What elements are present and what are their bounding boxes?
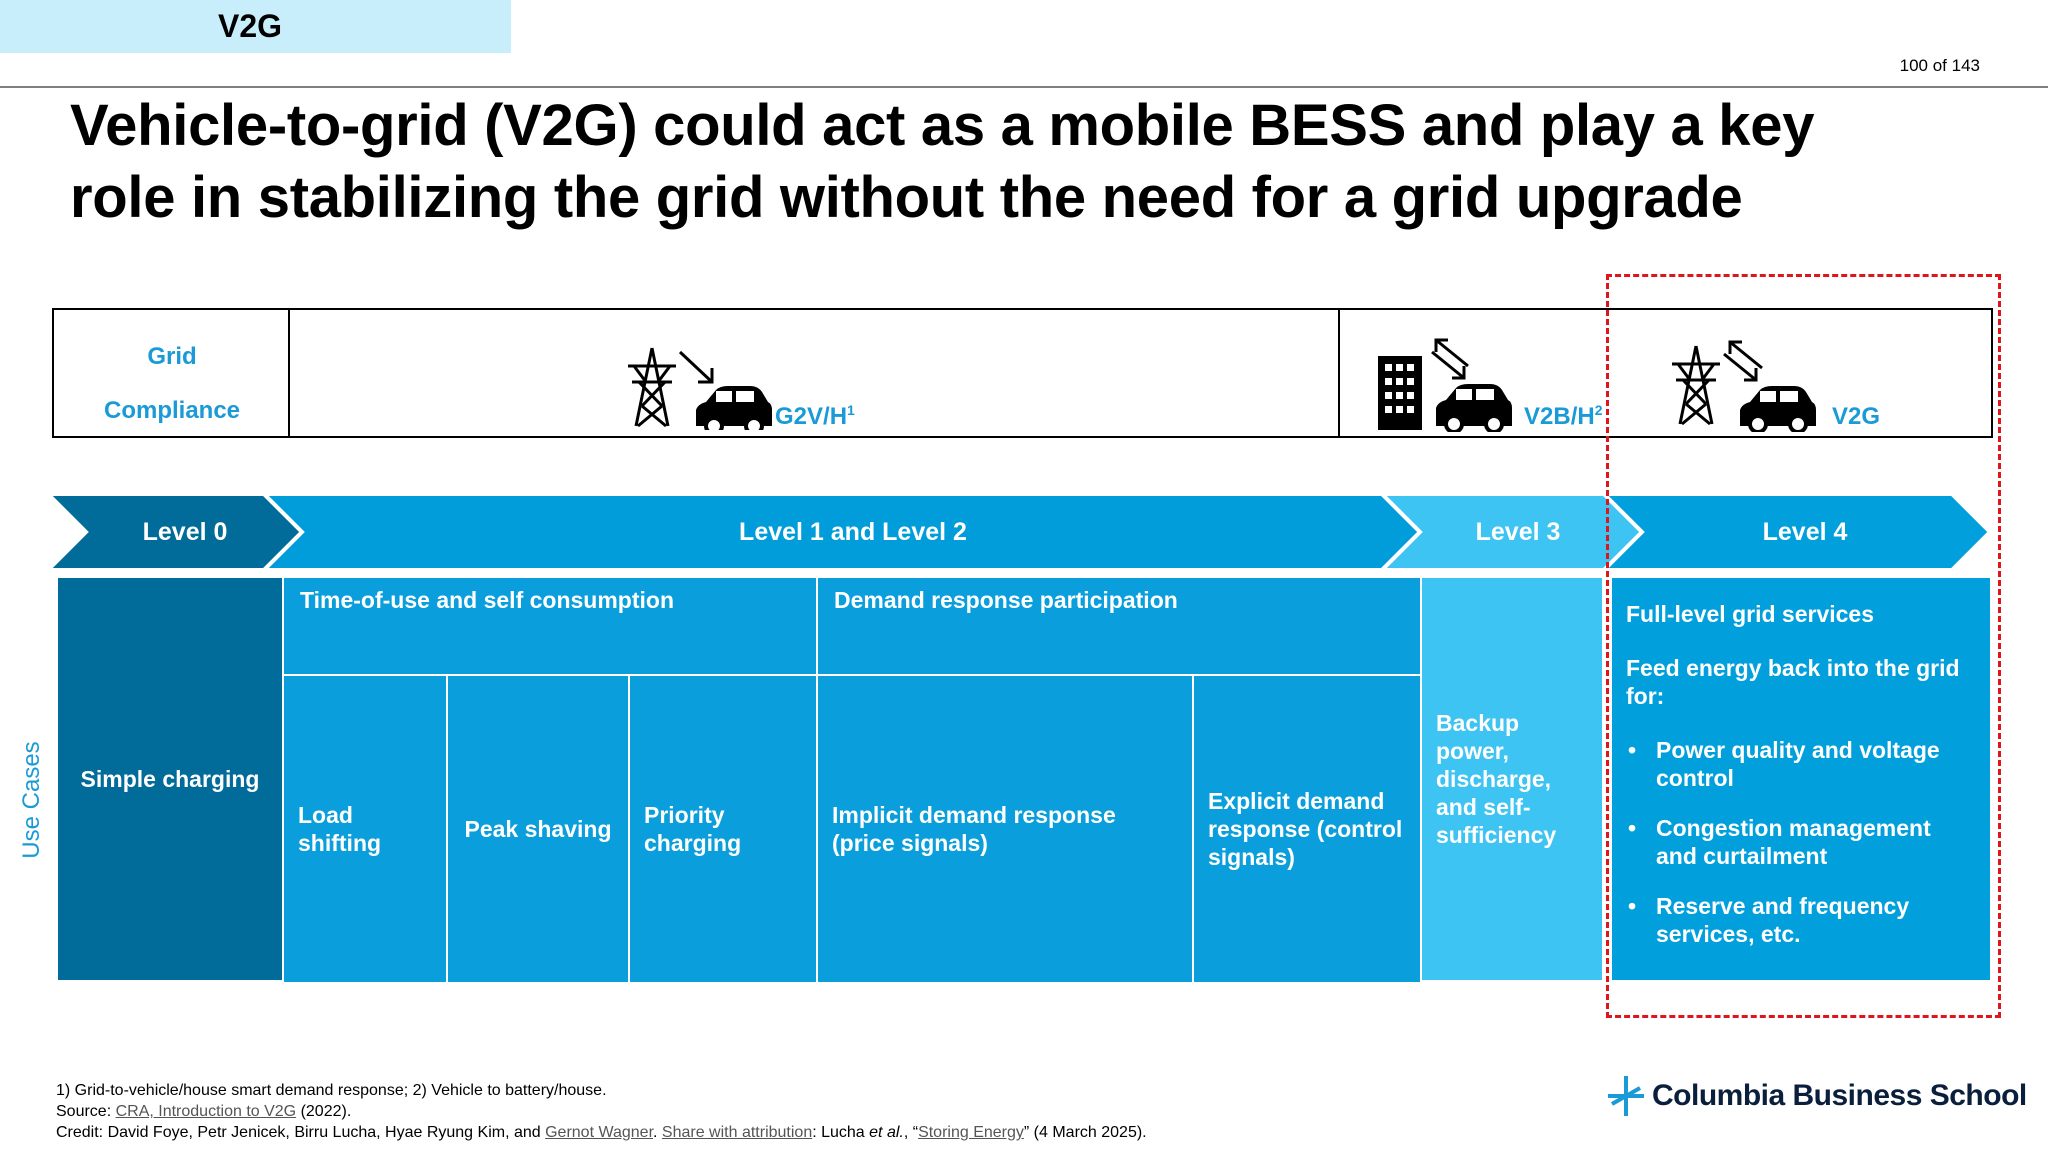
feed-back-text: Feed energy back into the grid for:	[1626, 655, 1960, 709]
bidirectional-arrow-icon	[1723, 340, 1763, 382]
use-cases-label: Use Cases	[18, 741, 45, 859]
load-shifting-cell: Load shifting	[284, 676, 446, 982]
implicit-dr-cell: Implicit demand response (price signals)	[818, 676, 1192, 982]
crown-icon	[1608, 1076, 1644, 1116]
level-4-label: Level 4	[1762, 518, 1848, 546]
level-1-2-label: Level 1 and Level 2	[739, 518, 967, 546]
page-number: 100 of 143	[1899, 56, 1980, 75]
priority-charging-text: Priority charging	[644, 802, 742, 856]
credit-etal: et al.	[869, 1124, 904, 1141]
car-icon	[1740, 386, 1816, 432]
car-icon	[1436, 384, 1512, 432]
load-shifting-text: Load shifting	[298, 802, 382, 856]
power-tower-icon	[1672, 345, 1720, 426]
section-tab: V2G	[0, 0, 511, 53]
share-attribution-link[interactable]: Share with attribution	[661, 1124, 813, 1141]
full-level-title: Full-level grid services	[1626, 601, 1875, 627]
dr-header-cell: Demand response participation	[818, 578, 1420, 674]
credit-prefix: Credit: David Foye, Petr Jenicek, Birru …	[56, 1124, 546, 1141]
grid-compliance-box	[52, 308, 1993, 438]
list-item: Reserve and frequency services, etc.	[1626, 892, 1976, 948]
credit-separator: .	[653, 1124, 662, 1141]
simple-charging-text: Simple charging	[80, 766, 260, 792]
peak-shaving-text: Peak shaving	[464, 816, 612, 842]
compliance-label-line-1: Grid	[147, 343, 197, 370]
v2b-icon-group	[1378, 338, 1512, 432]
tou-header-cell: Time-of-use and self consumption	[284, 578, 816, 674]
source-suffix: (2022).	[296, 1103, 352, 1120]
v2b-label: V2B/H2	[1524, 402, 1603, 430]
priority-charging-cell: Priority charging	[630, 676, 816, 982]
credit-mid-2: , “	[903, 1124, 919, 1141]
bidirectional-arrow-icon	[1431, 338, 1469, 380]
level-3-label: Level 3	[1475, 518, 1561, 546]
explicit-dr-cell: Explicit demand response (control signal…	[1194, 676, 1420, 982]
logo-text: Columbia Business School	[1652, 1079, 2027, 1112]
backup-power-cell: Backup power, discharge, and self-suffic…	[1422, 578, 1602, 980]
grid-services-list: Power quality and voltage control Conges…	[1626, 714, 1976, 948]
title-line-2: role in stabilizing the grid without the…	[70, 165, 1743, 230]
list-item: Power quality and voltage control	[1626, 736, 1976, 792]
author-link[interactable]: Gernot Wagner	[545, 1124, 654, 1141]
building-icon	[1378, 356, 1422, 430]
backup-power-text: Backup power, discharge, and self-suffic…	[1436, 710, 1557, 848]
storing-energy-link[interactable]: Storing Energy	[918, 1124, 1024, 1141]
credit-suffix: ” (4 March 2025).	[1023, 1124, 1147, 1141]
implicit-dr-text: Implicit demand response (price signals)	[832, 802, 1116, 856]
g2v-icon-group	[628, 347, 772, 430]
source-line: Source: CRA, Introduction to V2G (2022).	[56, 1101, 1147, 1122]
level-0-label: Level 0	[142, 518, 228, 546]
arrow-down-right-icon	[678, 350, 714, 384]
footnote-1: 1) Grid-to-vehicle/house smart demand re…	[56, 1082, 607, 1099]
dr-header-text: Demand response participation	[834, 587, 1178, 613]
v2g-label: V2G	[1832, 403, 1881, 430]
simple-charging-cell: Simple charging	[58, 578, 282, 980]
v2g-highlight-box	[1606, 274, 2001, 1018]
explicit-dr-text: Explicit demand response (control signal…	[1208, 788, 1403, 870]
credit-line: Credit: David Foye, Petr Jenicek, Birru …	[56, 1122, 1147, 1143]
source-link[interactable]: CRA, Introduction to V2G	[115, 1103, 297, 1120]
title-line-1: Vehicle-to-grid (V2G) could act as a mob…	[70, 93, 1815, 158]
footnotes: 1) Grid-to-vehicle/house smart demand re…	[56, 1080, 1147, 1143]
level-4-chevron	[1599, 492, 1993, 572]
compliance-label-line-2: Compliance	[103, 397, 241, 424]
page-title: Vehicle-to-grid (V2G) could act as a mob…	[70, 90, 2000, 234]
source-prefix: Source:	[56, 1103, 116, 1120]
list-item: Congestion management and curtailment	[1626, 814, 1976, 870]
grid-compliance-label: Grid Compliance	[54, 330, 290, 438]
compliance-divider	[288, 308, 290, 438]
header-divider	[0, 86, 2048, 88]
v2g-icon-group	[1672, 340, 1816, 432]
car-icon	[696, 386, 772, 430]
compliance-divider	[1338, 308, 1340, 438]
peak-shaving-cell: Peak shaving	[448, 676, 628, 982]
tou-header-text: Time-of-use and self consumption	[300, 587, 674, 613]
credit-mid: : Lucha	[812, 1124, 870, 1141]
power-tower-icon	[628, 347, 676, 428]
g2v-label: G2V/H1	[775, 402, 855, 430]
columbia-business-school-logo: Columbia Business School	[1604, 1074, 2027, 1118]
full-level-grid-cell: Full-level grid services Feed energy bac…	[1612, 578, 1990, 980]
